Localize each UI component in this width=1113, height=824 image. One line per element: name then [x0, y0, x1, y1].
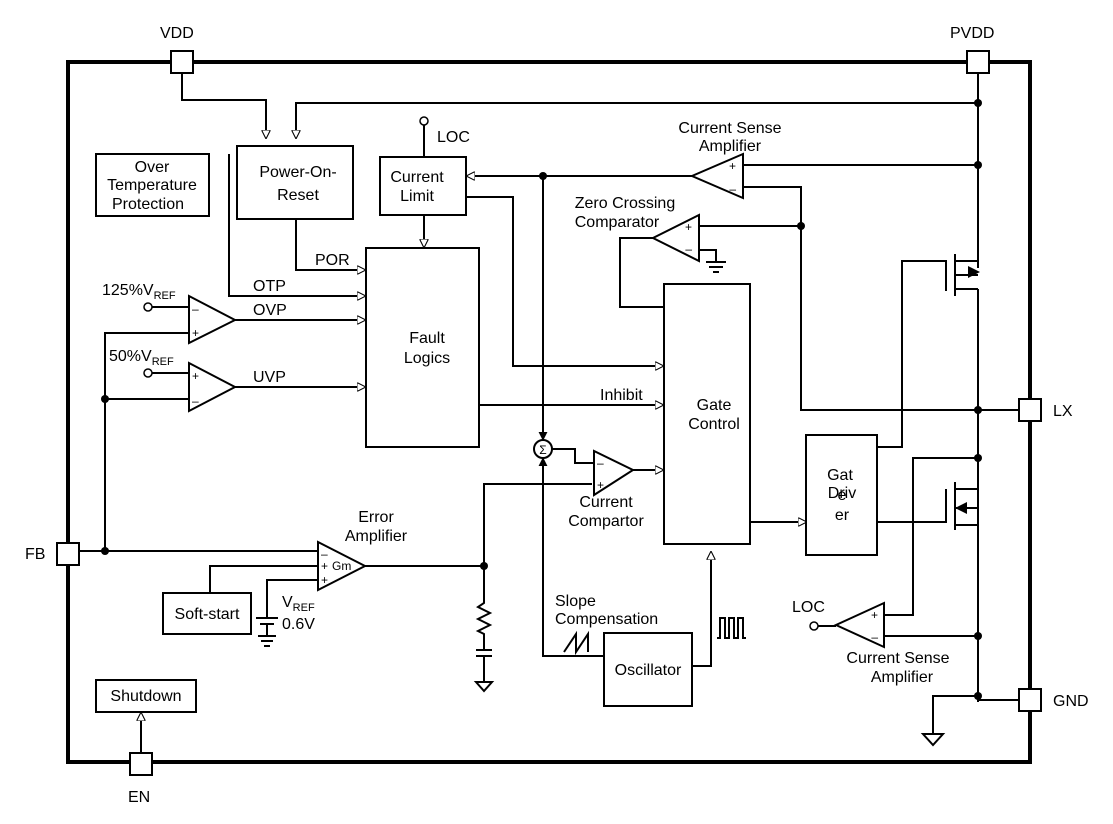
svg-text:–: –: [321, 547, 328, 561]
gate-driver-line2: e: [838, 487, 847, 504]
pin-lx: [1018, 398, 1042, 422]
otp-block-line2: Temperature: [107, 177, 197, 194]
svg-text:–: –: [729, 182, 736, 196]
svg-text:–: –: [685, 242, 692, 256]
gm-label: Gm: [332, 559, 351, 573]
pin-pvdd-label: PVDD: [950, 25, 994, 42]
svg-text:–: –: [192, 394, 199, 408]
ovp-signal-label: OVP: [253, 302, 287, 319]
current-comparator: [593, 449, 636, 497]
vref-value: 0.6V: [282, 616, 315, 633]
gate-driver-line3: Driv: [828, 485, 856, 502]
svg-text:–: –: [597, 456, 604, 470]
current-limit-line2: Limit: [400, 188, 434, 205]
pin-gnd: [1018, 688, 1042, 712]
pin-vdd: [170, 50, 194, 74]
por-block-line2: Reset: [277, 187, 319, 204]
current-limit-block: [379, 156, 467, 216]
cs-amp-bottom-line1: Current Sense: [846, 650, 949, 667]
svg-text:+: +: [192, 326, 199, 340]
loc-bottom-label: LOC: [792, 599, 825, 616]
current-sense-amp-bottom: [833, 601, 885, 649]
uvp-signal-label: UVP: [253, 369, 286, 386]
svg-text:Σ: Σ: [539, 443, 546, 457]
otp-signal-label: OTP: [253, 278, 286, 295]
cs-amp-top-line1: Current Sense: [678, 120, 781, 137]
svg-text:–: –: [192, 302, 199, 316]
oscillator-block: [603, 632, 693, 707]
oscillator-label: Oscillator: [615, 662, 682, 679]
pin-lx-label: LX: [1053, 403, 1073, 420]
vref-label: VREF: [282, 594, 315, 614]
svg-text:+: +: [685, 220, 692, 234]
otp-block: [95, 153, 210, 217]
high-side-mosfet: [877, 254, 980, 702]
gate-control-block: [663, 283, 751, 545]
loc-top-label: LOC: [437, 129, 470, 146]
svg-text:+: +: [321, 573, 328, 587]
low-side-mosfet: [877, 482, 978, 530]
svg-text:+: +: [192, 369, 199, 383]
shutdown-label: Shutdown: [110, 688, 181, 705]
uvp-comparator: [188, 361, 238, 413]
cs-amp-top-line2: Amplifier: [699, 138, 762, 155]
gate-control-line2: Control: [688, 416, 740, 433]
fault-logics-block: [365, 247, 480, 448]
zc-comp-line1: Zero Crossing: [575, 195, 675, 212]
zero-crossing-comparator: [650, 213, 700, 263]
current-comp-line2: Compartor: [568, 513, 644, 530]
fault-logics-line2: Logics: [404, 350, 450, 367]
current-comp-line1: Current: [579, 494, 633, 511]
otp-block-line3: Protection: [112, 196, 184, 213]
por-signal-label: POR: [315, 252, 350, 269]
ovp-comparator: [188, 294, 238, 345]
svg-text:+: +: [321, 559, 328, 573]
svg-text:+: +: [871, 608, 878, 622]
ovp-ref-label: 125%VREF: [102, 282, 176, 302]
slope-comp-line1: Slope: [555, 593, 596, 610]
current-limit-line1: Current: [390, 169, 444, 186]
shutdown-block: [95, 679, 197, 713]
uvp-ref-label: 50%VREF: [109, 348, 174, 368]
current-sense-amp-top: [689, 152, 744, 200]
loc-top-terminal: [419, 116, 429, 126]
svg-text:–: –: [871, 630, 878, 644]
pin-gnd-label: GND: [1053, 693, 1089, 710]
error-amp-line2: Amplifier: [345, 528, 408, 545]
soft-start-label: Soft-start: [175, 606, 240, 623]
otp-block-line1: Over: [135, 159, 170, 176]
por-block: [236, 145, 354, 220]
gate-control-line1: Gate: [697, 397, 732, 414]
gate-driver-line4: er: [835, 507, 850, 524]
zc-comp-line2: Comparator: [575, 214, 660, 231]
pin-vdd-label: VDD: [160, 25, 194, 42]
fault-logics-line1: Fault: [409, 330, 445, 347]
pin-fb: [56, 542, 80, 566]
slope-comp-line2: Compensation: [555, 611, 658, 628]
gate-driver-line1: Gat: [827, 467, 853, 484]
pin-pvdd: [966, 50, 990, 74]
svg-text:+: +: [729, 159, 736, 173]
soft-start-block: [162, 592, 252, 635]
pin-en: [129, 752, 153, 776]
error-amp-line1: Error: [358, 509, 394, 526]
pin-fb-label: FB: [25, 546, 45, 563]
gate-driver-block: [805, 434, 878, 556]
pin-en-label: EN: [128, 789, 150, 806]
inhibit-label: Inhibit: [600, 387, 643, 404]
svg-text:+: +: [597, 478, 604, 492]
por-block-line1: Power-On-: [259, 164, 336, 181]
cs-amp-bottom-line2: Amplifier: [871, 669, 934, 686]
